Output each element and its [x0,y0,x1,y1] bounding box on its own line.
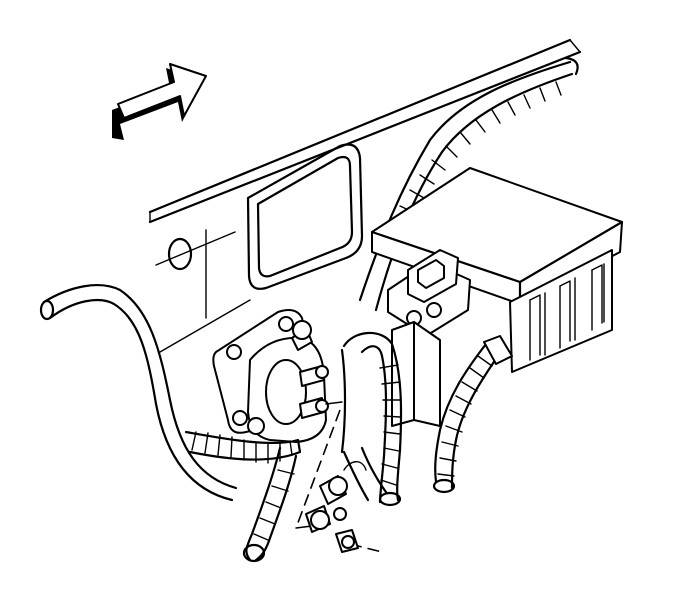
ground-cable [39,284,238,502]
body-panel [148,38,582,353]
wiring-harness-center [340,331,403,507]
wiring-harness-right [432,335,513,494]
panel-opening [246,143,364,290]
relay-assembly [212,309,343,443]
direction-arrow-icon [112,63,207,140]
wiring-harness-left [184,430,302,563]
exploded-fastener-set [295,409,383,553]
